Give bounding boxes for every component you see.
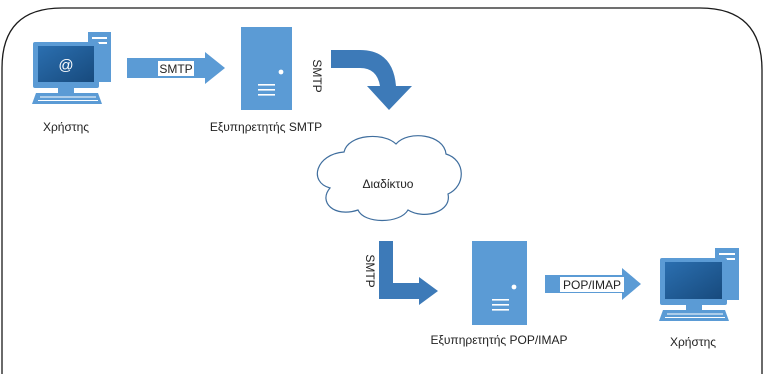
smtp-label-bg [158, 61, 194, 76]
receiver-label: Χρήστης [670, 335, 716, 349]
diagram-frame [1, 7, 763, 374]
popimap-label-bg [560, 277, 624, 292]
internet-label: Διαδίκτυο [363, 177, 414, 191]
popimap-server-icon [472, 241, 527, 325]
smtp-label-1: SMTP [159, 62, 192, 76]
smtp-server-icon [241, 27, 292, 110]
internet-cloud-icon [316, 135, 462, 221]
smtp-arrow-internet-to-popimap [379, 241, 438, 305]
receiver-computer-icon [659, 248, 739, 321]
smtp-label-2: SMTP [310, 59, 324, 92]
smtp-arrow-server-to-internet [331, 50, 412, 110]
sender-computer-icon: @ [32, 32, 111, 104]
popimap-server-label: Εξυπηρετητής POP/IMAP [430, 333, 567, 347]
popimap-label: POP/IMAP [563, 278, 621, 292]
sender-label: Χρήστης [43, 120, 89, 134]
smtp-label-3: SMTP [363, 254, 377, 287]
email-at-icon: @ [58, 57, 73, 74]
smtp-server-label: Εξυπηρετητής SMTP [210, 120, 322, 134]
